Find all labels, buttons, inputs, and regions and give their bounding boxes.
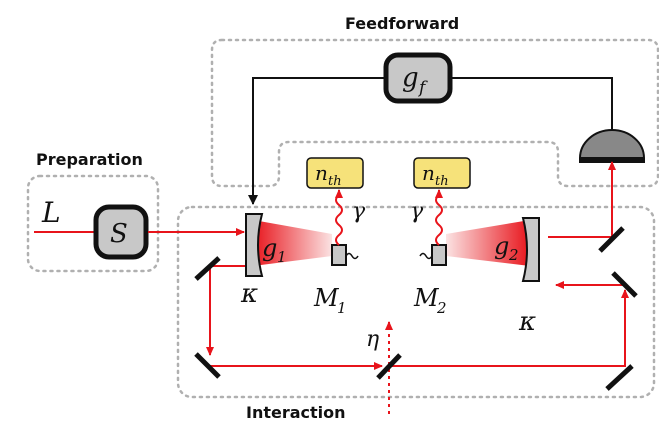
mechanical-oscillator-1: M 1 <box>313 244 359 317</box>
interaction-region <box>176 205 656 399</box>
feedforward-gain-box[interactable]: g f <box>383 52 453 104</box>
thermal-2-symbol: n <box>422 161 435 185</box>
optical-loop <box>206 161 629 370</box>
bath-coupling-2 <box>435 189 443 246</box>
feedforward-region <box>210 38 659 188</box>
cavity-1-mirror <box>245 213 264 277</box>
cavity-2-coupling-sub: 2 <box>508 246 519 264</box>
gamma-1-symbol: γ <box>352 199 366 224</box>
cavity-2-coupling: g <box>494 232 509 260</box>
steering-mirrors <box>194 226 638 391</box>
eta-symbol: η <box>366 327 379 352</box>
cavity-1: g 1 κ <box>240 213 332 309</box>
preparation-region <box>26 174 160 273</box>
photodetector <box>578 129 646 163</box>
mirror-1-sub: 1 <box>337 299 347 317</box>
bath-coupling-1 <box>335 189 343 246</box>
mechanical-oscillator-2: M 2 <box>413 244 447 317</box>
gain-subscript: f <box>417 78 428 98</box>
cavity-1-coupling-sub: 1 <box>277 248 287 266</box>
thermal-bath-2[interactable]: n th <box>413 157 471 189</box>
cavity-2-kappa: κ <box>518 307 536 337</box>
thermal-bath-1[interactable]: n th <box>306 157 364 189</box>
cavity-2-mirror <box>521 217 540 282</box>
gamma-2-symbol: γ <box>410 199 424 224</box>
thermal-2-sub: th <box>435 174 449 189</box>
cavity-2: g 2 κ <box>446 217 540 337</box>
thermal-1-symbol: n <box>315 161 328 185</box>
cavity-1-coupling: g <box>262 234 277 262</box>
cavity-1-kappa: κ <box>240 279 258 309</box>
mirror-2-symbol: M <box>413 284 440 312</box>
gain-symbol: g <box>402 63 419 93</box>
squeezer-box[interactable]: S <box>93 204 149 260</box>
mirror-2-sub: 2 <box>436 299 447 317</box>
mirror-1-symbol: M <box>313 284 340 312</box>
preparation-label: Preparation <box>36 150 143 169</box>
squeezer-symbol: S <box>110 219 128 249</box>
feedforward-label: Feedforward <box>345 14 459 33</box>
thermal-1-sub: th <box>328 174 342 189</box>
laser-symbol: L <box>41 196 61 229</box>
interaction-label: Interaction <box>246 403 346 422</box>
feedforward-line <box>253 77 613 204</box>
